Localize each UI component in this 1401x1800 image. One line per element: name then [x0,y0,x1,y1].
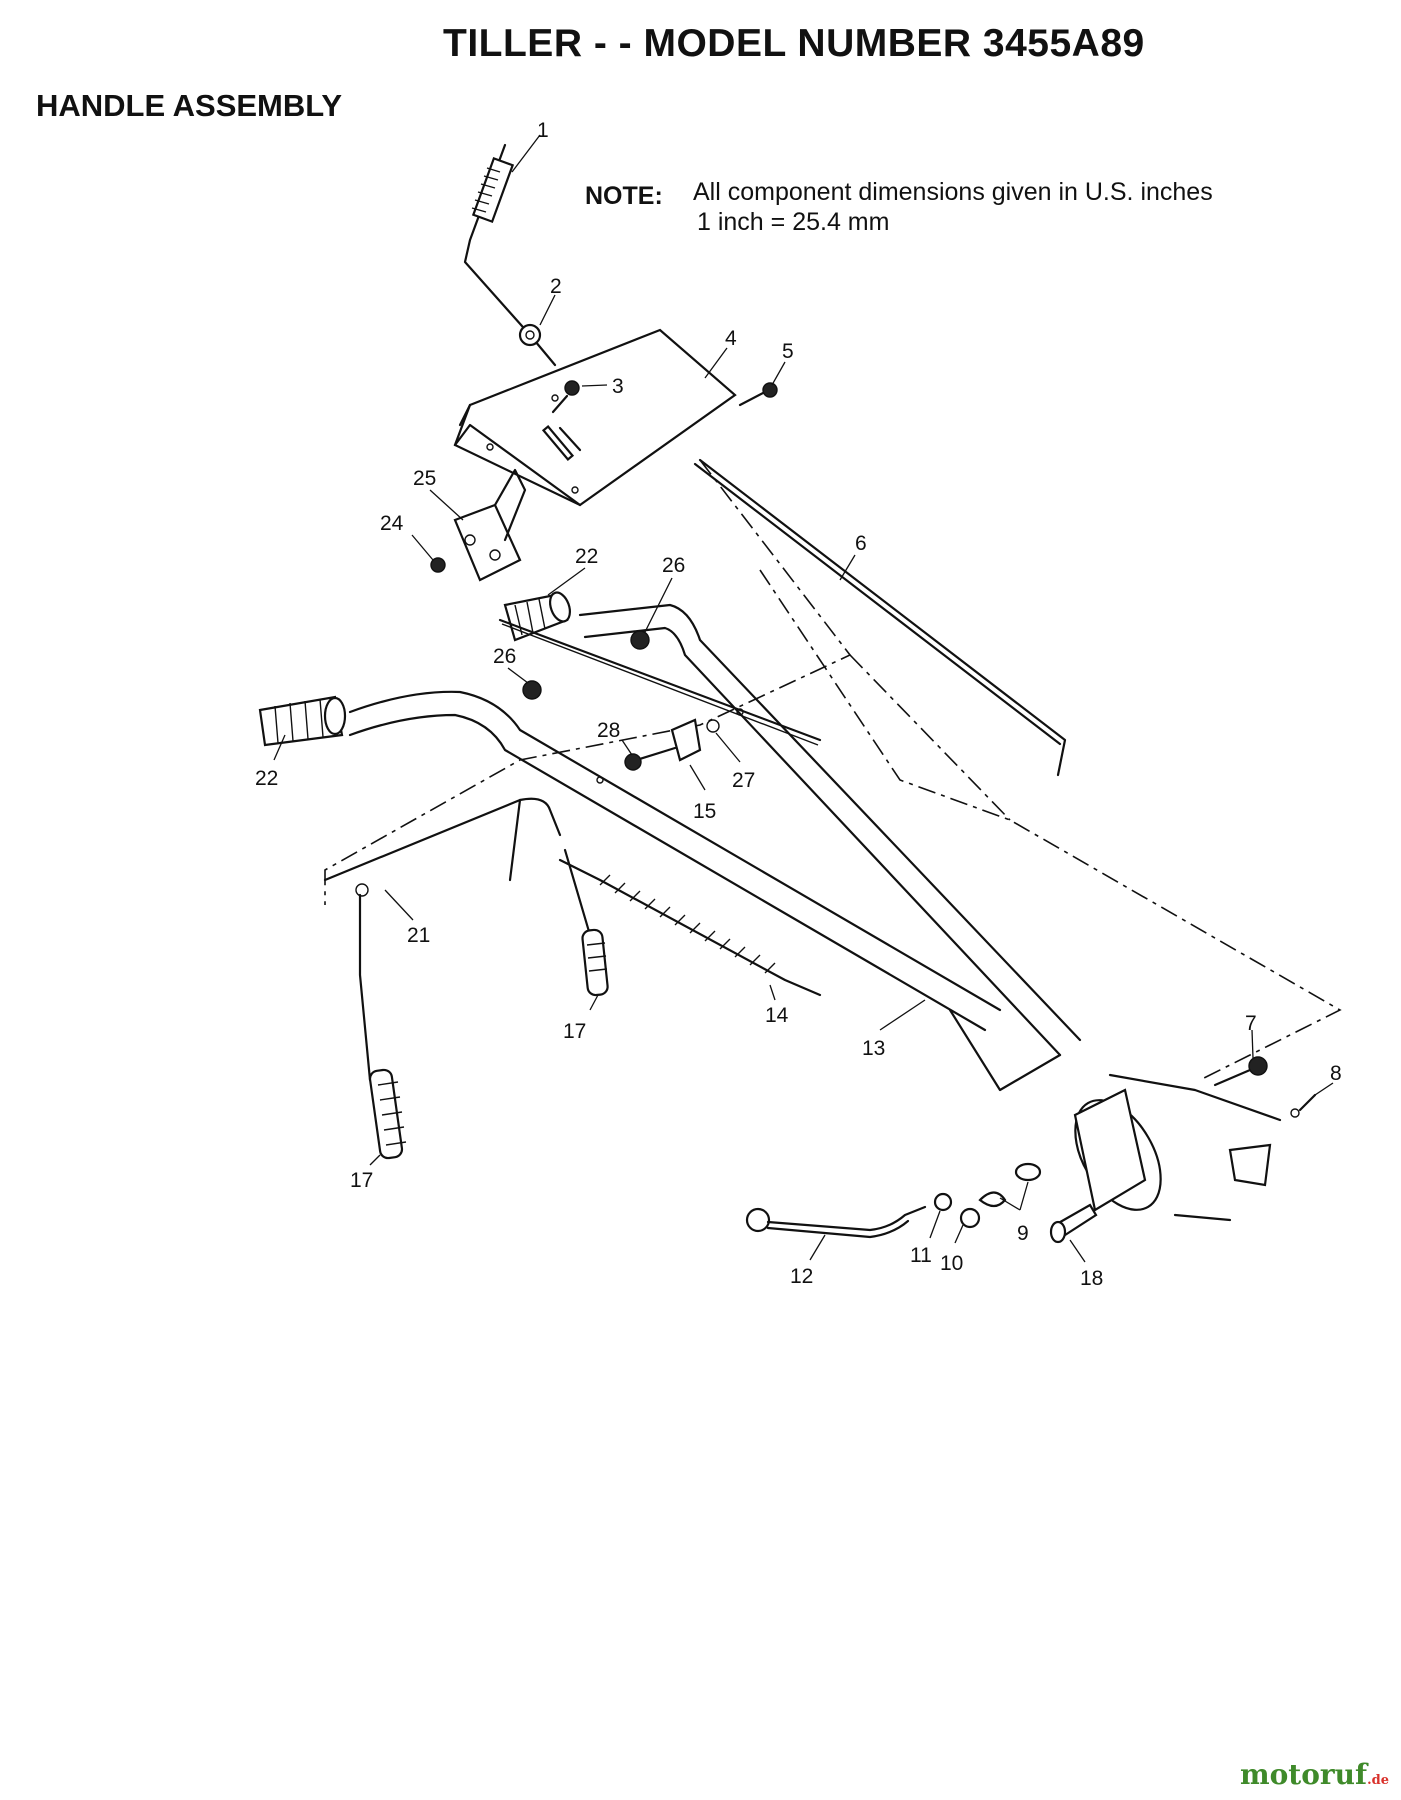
part-17-right-grip [563,848,609,997]
callout-17-left: 17 [350,1169,373,1192]
part-1-shift-rod [463,143,557,367]
callout-17-right: 17 [563,1020,586,1043]
callout-15: 15 [693,800,716,823]
part-26-nut [522,630,650,700]
callout-22-lower: 22 [255,767,278,790]
part-10-nut [959,1207,981,1229]
note-line-dimensions: All component dimensions given in U.S. i… [693,178,1213,206]
callout-4: 4 [725,327,737,350]
callout-18: 18 [1080,1267,1103,1290]
part-18-bolt [1049,1203,1098,1244]
part-8-pin [1290,1093,1317,1118]
part-24-nut [430,557,446,573]
part-13-handle [348,603,1082,1092]
callout-25: 25 [413,467,436,490]
assembly-outline [324,459,1342,1081]
part-3-bolt [551,380,580,414]
callout-27: 27 [732,769,755,792]
part-6-control-rod [693,458,1067,777]
part-5-screw [738,382,778,407]
note-line-conversion: 1 inch = 25.4 mm [697,208,890,236]
part-22-upper-grip [503,591,571,642]
callout-8: 8 [1330,1062,1342,1085]
part-21-bail [323,797,562,1082]
part-7-bolt [1213,1056,1268,1087]
callout-7: 7 [1245,1012,1257,1035]
part-9-spacer [978,1162,1042,1208]
callout-10: 10 [940,1252,963,1275]
page-title: TILLER - - MODEL NUMBER 3455A89 [443,22,1145,65]
callout-24: 24 [380,512,404,535]
callout-labels: 1 2 3 4 5 6 7 8 9 10 11 12 13 14 15 17 1… [255,119,1342,1290]
part-22-lower-grip [258,695,347,747]
callout-3: 3 [612,375,624,398]
callout-9: 9 [1017,1222,1029,1245]
callout-12: 12 [790,1265,813,1288]
watermark-logo: motoruf.de [1240,1758,1389,1791]
assembly-subtitle: HANDLE ASSEMBLY [36,88,343,123]
watermark-tld: .de [1367,1773,1389,1788]
part-11-washer [933,1192,953,1212]
part-14-spring-cable [558,858,822,997]
callout-21: 21 [407,924,430,947]
watermark-brand: motoruf [1240,1758,1368,1791]
part-15-clip [628,718,702,764]
callout-5: 5 [782,340,794,363]
callout-6: 6 [855,532,867,555]
callout-22-upper: 22 [575,545,598,568]
throttle-cable [498,618,822,746]
callout-11: 11 [910,1244,932,1267]
part-27-washer [706,719,720,733]
callout-leaders [273,134,1334,1263]
part-4-panel [453,328,737,507]
gearbox-bracket [1228,1143,1272,1187]
part-17-left-grip [368,1068,407,1160]
callout-13: 13 [862,1037,885,1060]
callout-28: 28 [597,719,620,742]
part-25-bracket [453,468,527,582]
part-12-lever [745,1205,927,1239]
part-28-nut [624,753,642,771]
note-label: NOTE: [585,182,663,210]
callout-2: 2 [550,275,562,298]
part-2-nut [518,323,542,347]
handle-base-pivot [1073,1073,1282,1222]
callout-26-lower: 26 [493,645,516,668]
callout-14: 14 [765,1004,789,1027]
callout-26-upper: 26 [662,554,685,577]
callout-1: 1 [537,119,549,142]
